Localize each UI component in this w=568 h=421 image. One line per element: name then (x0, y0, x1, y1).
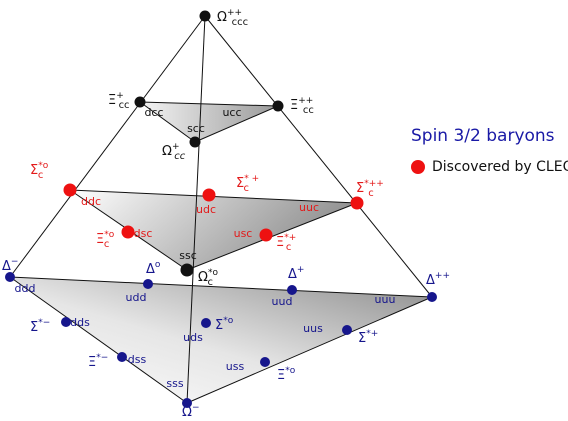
node-dot-xi-c-p (259, 228, 273, 242)
middle-plane (70, 190, 357, 270)
quark-content-sss: sss (166, 377, 183, 390)
quark-content-udd: udd (126, 291, 147, 304)
particle-label-sigma-m: Σ*− (30, 318, 50, 335)
quark-content-dds: dds (70, 316, 90, 329)
quark-content-dsc: dsc (134, 227, 153, 240)
node-dot-xi-m (117, 352, 127, 362)
quark-content-uuc: uuc (299, 201, 319, 214)
quark-content-ddc: ddc (81, 195, 101, 208)
particle-label-sigma-c-p: Σ* +c (236, 174, 259, 194)
node-dot-delta-pp (427, 292, 437, 302)
node-delta-pp: uuu Δ++ (375, 271, 450, 306)
node-dot-sigma-c-p (202, 188, 216, 202)
node-dot-xi-cc-p (134, 96, 146, 108)
quark-content-scc: scc (187, 122, 205, 135)
particle-label-delta-m: Δ− (2, 257, 18, 274)
node-sigma-m: dds Σ*− (30, 316, 90, 335)
quark-content-uud: uud (272, 295, 293, 308)
node-xi-cc-p: dcc Ξ+cc (108, 91, 164, 119)
quark-content-uss: uss (226, 360, 245, 373)
particle-label-sigma-p: Σ*+ (358, 329, 378, 346)
particle-label-sigma-0: Σ*o (215, 316, 234, 333)
particle-label-delta-pp: Δ++ (426, 271, 450, 288)
particle-label-delta-0: Δo (146, 260, 161, 277)
node-dot-xi-cc-pp (272, 100, 284, 112)
node-dot-delta-p (287, 285, 297, 295)
bottom-plane (10, 277, 432, 403)
particle-label-omega-cc-p: Ω+cc (162, 142, 186, 162)
quark-content-ucc: ucc (222, 106, 241, 119)
particle-label-delta-p: Δ+ (288, 265, 304, 282)
node-delta-p: uud Δ+ (272, 265, 305, 308)
particle-label-xi-m: Ξ*− (88, 353, 108, 370)
node-sigma-c-pp: uuc Σ*++c (299, 179, 384, 214)
node-xi-0: uss Ξ*o (226, 357, 296, 383)
quark-content-uuu: uuu (375, 293, 396, 306)
node-sigma-c-p: udc Σ* +c (196, 174, 259, 216)
node-delta-m: ddd Δ− (2, 257, 35, 295)
particle-label-omega-m: Ω− (182, 403, 199, 420)
quark-content-dcc: dcc (144, 106, 163, 119)
node-xi-c-p: usc Ξ*+c (234, 227, 297, 253)
node-xi-m: dss Ξ*− (88, 352, 146, 370)
particle-label-sigma-c-pp: Σ*++c (356, 179, 384, 199)
node-dot-delta-m (5, 272, 15, 282)
quark-content-uus: uus (303, 322, 323, 335)
node-dot-omega-m (182, 398, 192, 408)
node-dot-sigma-0 (201, 318, 211, 328)
edges (9, 15, 433, 404)
node-dot-omega-ccc-pp (199, 10, 211, 22)
quark-content-uds: uds (183, 331, 203, 344)
particle-label-xi-c-p: Ξ*+c (276, 233, 296, 253)
legend-label: Discovered by CLEO (432, 159, 568, 175)
particle-label-xi-0: Ξ*o (277, 366, 296, 383)
node-dot-xi-c-0 (121, 225, 135, 239)
quark-content-usc: usc (234, 227, 253, 240)
node-dot-sigma-p (342, 325, 352, 335)
quark-content-dss: dss (128, 353, 147, 366)
node-sigma-0: uds Σ*o (183, 316, 234, 344)
node-delta-0: udd Δo (126, 260, 161, 304)
node-omega-ccc-pp: Ω++ccc (199, 8, 248, 28)
particle-label-xi-cc-p: Ξ+cc (108, 91, 130, 111)
diagram-title: Spin 3/2 baryons (411, 126, 555, 146)
node-dot-xi-0 (260, 357, 270, 367)
node-dot-sigma-c-pp (350, 196, 364, 210)
node-dot-omega-c-0 (180, 263, 194, 277)
node-dot-sigma-m (61, 317, 71, 327)
particle-label-xi-cc-pp: Ξ++cc (290, 96, 314, 116)
node-dot-omega-cc-p (189, 136, 201, 148)
node-dot-delta-0 (143, 279, 153, 289)
quark-content-udc: udc (196, 203, 216, 216)
particle-label-omega-ccc-pp: Ω++ccc (217, 8, 248, 28)
quark-content-ddd: ddd (15, 282, 36, 295)
node-dot-sigma-c-0 (63, 183, 77, 197)
node-xi-cc-pp: ucc Ξ++cc (222, 96, 313, 119)
legend-red-dot-icon (411, 160, 425, 174)
quark-content-ssc: ssc (179, 249, 197, 262)
top-plane (140, 102, 278, 142)
